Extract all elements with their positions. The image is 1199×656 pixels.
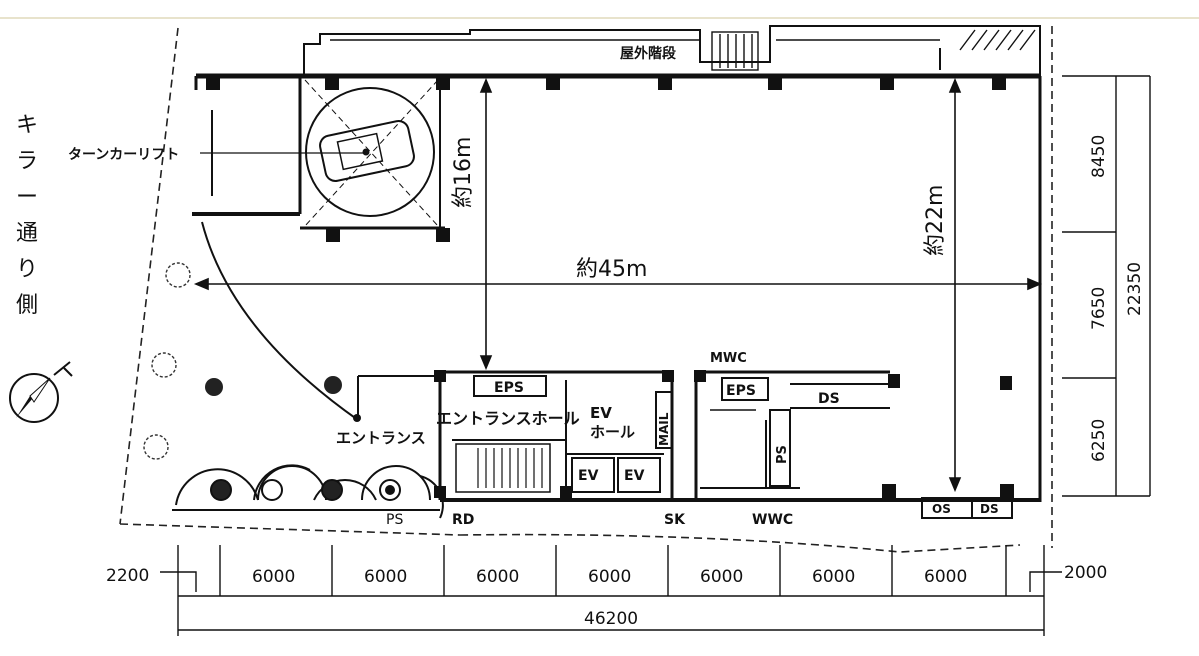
dim-bottom-right: 2000	[1064, 563, 1107, 583]
dim-bay: 6000	[476, 567, 519, 587]
ds-label: DS	[980, 502, 999, 516]
right-dimension-lines	[1062, 75, 1151, 497]
entrance-label: エントランス	[336, 429, 426, 447]
dim-bay: 6000	[588, 567, 631, 587]
sk-label: SK	[664, 512, 686, 528]
trees	[143, 262, 191, 460]
core-columns	[434, 370, 706, 498]
bottom-dimension-lines	[160, 545, 1062, 636]
dimension-arrows	[193, 77, 1043, 493]
ps-bottom-label: PS	[386, 512, 403, 528]
core-walls	[357, 370, 1013, 519]
ev-hall-label: EV	[590, 404, 612, 422]
mail-label: MAIL	[657, 412, 671, 446]
dim-bay: 6000	[364, 567, 407, 587]
street-char: ー	[15, 185, 38, 210]
os-label: OS	[932, 502, 951, 516]
street-char: 側	[15, 293, 38, 318]
mwc-label: MWC	[710, 351, 747, 366]
entrance-hall-label: エントランスホール	[436, 409, 580, 428]
depth-22m-label: 約22m	[923, 185, 948, 256]
ds-label: DS	[818, 391, 840, 407]
dim-bay: 6000	[812, 567, 855, 587]
dim-bottom-left: 2200	[106, 566, 149, 586]
eps-label: EPS	[726, 383, 756, 399]
round-columns	[205, 376, 342, 396]
street-char: り	[15, 257, 38, 282]
turntable-lift	[304, 79, 439, 227]
outdoor-stair	[711, 29, 1036, 71]
outdoor-stair-label: 屋外階段	[620, 45, 676, 62]
dim-right-span: 6250	[1089, 419, 1109, 462]
ps-right-label: PS	[775, 445, 790, 464]
dim-bay: 6000	[700, 567, 743, 587]
ev-hall-label: ホール	[590, 423, 635, 441]
entrance-canopy	[172, 464, 444, 519]
ev-label: EV	[624, 468, 645, 484]
north-arrow-icon	[9, 361, 73, 423]
width-45m-label: 約45m	[576, 257, 647, 282]
dim-bay: 6000	[252, 567, 295, 587]
columns	[206, 74, 1014, 498]
site-boundary	[119, 26, 1053, 553]
rd-label: RD	[452, 512, 474, 528]
street-char: ラ	[15, 149, 38, 174]
dim-right-span: 8450	[1089, 135, 1109, 178]
turntable-lift-label: ターンカーリフト	[68, 147, 179, 163]
depth-16m-label: 約16m	[451, 137, 476, 208]
street-char: 通	[15, 221, 38, 246]
street-char: キ	[15, 113, 38, 138]
dim-right-span: 7650	[1089, 287, 1109, 330]
wwc-label: WWC	[752, 512, 793, 528]
core-stair	[477, 448, 543, 488]
dim-total-width: 46200	[584, 609, 638, 629]
dim-bay: 6000	[924, 567, 967, 587]
eps-label: EPS	[494, 380, 524, 396]
dim-total-depth: 22350	[1125, 262, 1145, 316]
street-side-label: キ ラ ー 通 り 側	[12, 108, 42, 324]
ev-label: EV	[578, 468, 599, 484]
